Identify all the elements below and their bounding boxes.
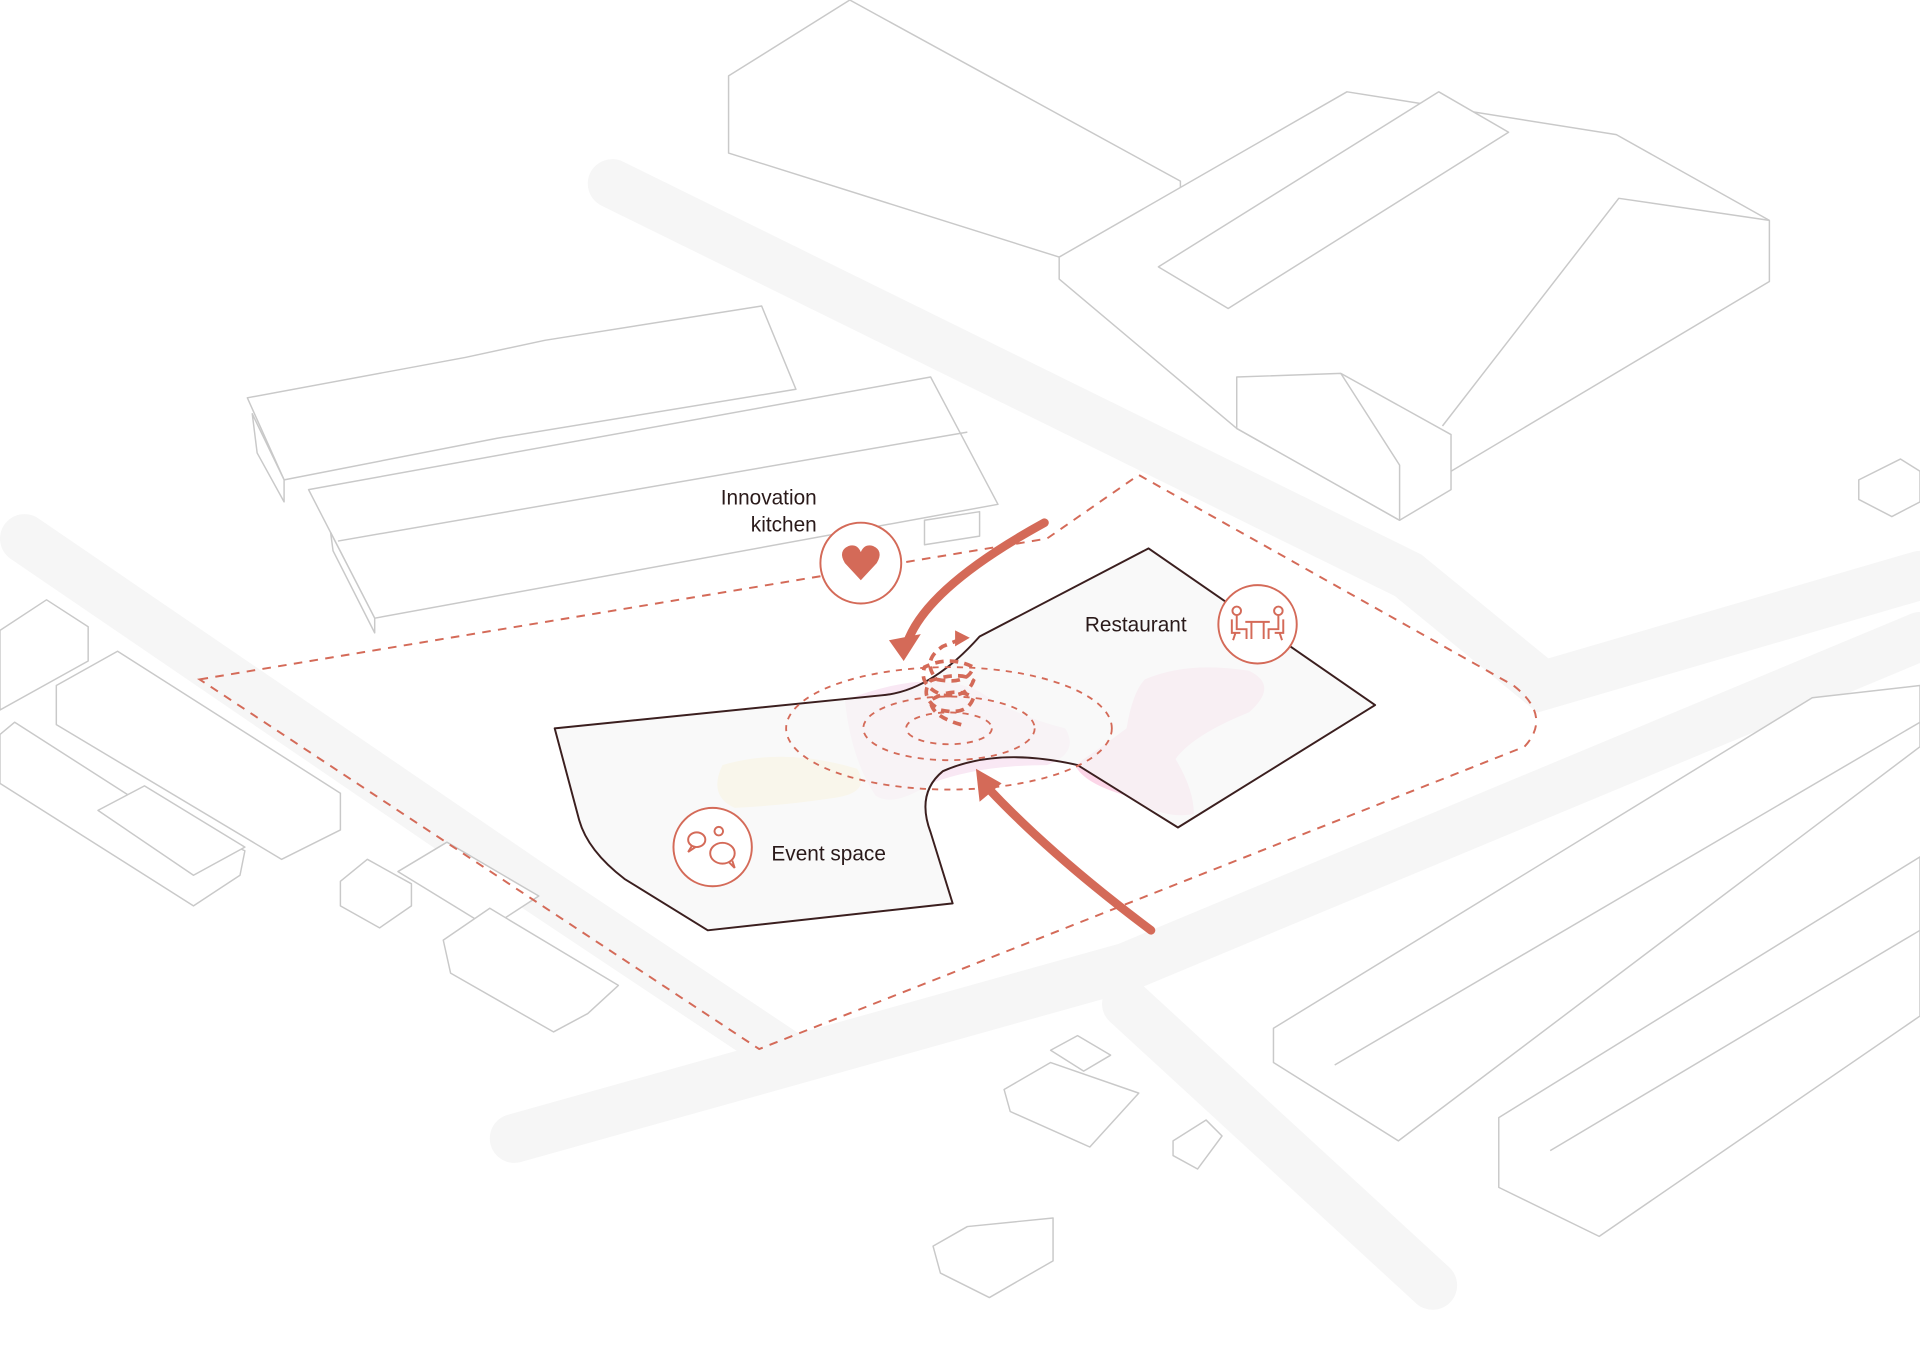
label-innovation-kitchen-line1: Innovation [721,486,817,509]
label-innovation-kitchen-line2: kitchen [751,513,817,536]
label-event-space: Event space [771,843,885,866]
spiral-icon [921,637,976,727]
arrow-from-kitchen-head [888,634,921,662]
arrow-from-kitchen [904,518,1049,644]
arrow-from-street [985,785,1156,935]
speech-bubbles-icon [672,806,753,888]
arrow-from-street-head [975,768,1002,802]
dining-table-icon [1217,584,1298,665]
interaction-ripples [785,666,1113,791]
heart-icon [819,521,903,605]
roads [0,159,1920,1310]
context-buildings [0,0,1920,1299]
building-outline [553,547,1377,932]
spiral-arrowhead [955,630,970,647]
site-boundary [196,473,1538,1051]
label-restaurant: Restaurant [1085,614,1187,637]
flow-arrows [888,518,1156,935]
